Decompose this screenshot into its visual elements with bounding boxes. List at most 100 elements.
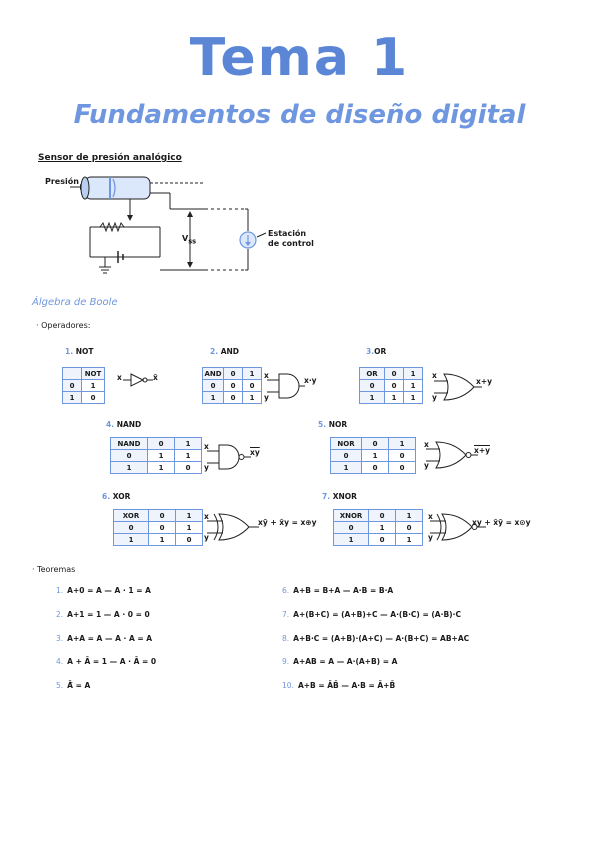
voltage-label: Vss <box>182 234 196 246</box>
voltage-v: V <box>182 234 189 243</box>
theorem-item: 8.A+B·C = (A+B)·(A+C) — A·(B+C) = AB+AC <box>282 634 469 658</box>
truth-table-cell: 0 <box>62 379 82 392</box>
truth-table-cell: 0 <box>148 509 176 522</box>
station-label: Estación de control <box>268 229 314 249</box>
truth-table-cell: XOR <box>113 509 149 522</box>
truth-table-cell: 0 <box>384 367 404 380</box>
nand-output: xy <box>250 448 260 457</box>
truth-table-cell: 1 <box>388 437 416 450</box>
xor-gate-symbol <box>207 513 259 541</box>
station-line2: de control <box>268 239 314 248</box>
theorem-item: 7.A+(B+C) = (A+B)+C — A·(B·C) = (A·B)·C <box>282 610 469 634</box>
truth-table-cell: AND <box>202 367 224 380</box>
theorem-item: 5.Ā̄ = A <box>56 681 156 705</box>
theorem-item: 9.A+AB = A — A·(A+B) = A <box>282 657 469 681</box>
truth-table-cell: 0 <box>110 449 148 462</box>
gate-nor-title: 5. NOR <box>318 420 347 429</box>
theorem-item: 4.A + Ā = 1 — A · Ā = 0 <box>56 657 156 681</box>
theorems-left: 1.A+0 = A — A · 1 = A 2.A+1 = 1 — A · 0 … <box>56 586 156 705</box>
and-input-x: x <box>264 371 269 380</box>
xnor-output: xy + x̄ȳ = x⊙y <box>472 518 531 527</box>
truth-table-cell: 1 <box>242 367 262 380</box>
truth-table-cell: NOR <box>330 437 362 450</box>
truth-table-cell: 1 <box>174 437 202 450</box>
theorem-num: 4. <box>56 657 64 667</box>
gate-xor-title: 6. XOR <box>102 492 130 501</box>
theorems-label: · Teoremas <box>32 565 76 574</box>
truth-table-cell: 0 <box>223 367 243 380</box>
theorem-num: 9. <box>282 657 290 667</box>
truth-table-cell: 1 <box>242 391 262 404</box>
sensor-circuit-diagram <box>70 176 267 274</box>
truth-table-cell: 0 <box>330 449 362 462</box>
gate-not-num: 1. <box>65 347 74 356</box>
nor-output: x+y <box>474 446 491 455</box>
gate-nor-num: 5. <box>318 420 327 429</box>
theorems-right: 6.A+B = B+A — A·B = B·A 7.A+(B+C) = (A+B… <box>282 586 469 705</box>
truth-table-cell: 1 <box>175 509 203 522</box>
truth-table-cell: 1 <box>110 461 148 474</box>
truth-table-cell: 1 <box>368 521 396 534</box>
truth-table-cell: 0 <box>175 533 203 546</box>
theorem-num: 1. <box>56 586 64 595</box>
or-input-y: y <box>432 393 437 402</box>
station-line1: Estación <box>268 229 307 238</box>
and-gate-symbol <box>267 373 305 399</box>
theorem-num: 10. <box>282 681 294 691</box>
truth-table-cell: 1 <box>81 379 105 392</box>
truth-table-cell: 0 <box>202 379 224 392</box>
and-input-y: y <box>264 393 269 402</box>
truth-table-cell: 1 <box>395 533 423 546</box>
truth-table-cell: 0 <box>242 379 262 392</box>
truth-table-cell: 1 <box>147 449 175 462</box>
truth-table-cell: 1 <box>202 391 224 404</box>
gate-not-title: 1. NOT <box>65 347 93 356</box>
truth-table-cell: 1 <box>113 533 149 546</box>
nor-input-x: x <box>424 440 429 449</box>
presion-label: Presión <box>45 177 79 186</box>
nor-gate-symbol <box>426 441 478 469</box>
xnor-input-y: y <box>428 533 433 542</box>
not-output: x̄ <box>153 373 158 382</box>
truth-table-cell: 0 <box>359 379 385 392</box>
gate-and-num: 2. <box>210 347 219 356</box>
or-gate-symbol <box>434 373 482 401</box>
xor-output: xȳ + x̄y = x⊕y <box>258 518 317 527</box>
truth-table-cell: 0 <box>223 391 243 404</box>
not-gate-symbol <box>123 373 153 387</box>
truth-table-row: NOT <box>62 367 105 380</box>
gate-nor-name: NOR <box>328 420 348 429</box>
theorem-text: A+B·C = (A+B)·(A+C) — A·(B+C) = AB+AC <box>293 633 470 643</box>
theorem-text: A+B = ĀB̄ — A·B = Ā+B̄ <box>297 681 396 691</box>
theorem-text: A+AB = A — A·(A+B) = A <box>293 657 398 667</box>
gate-and-name: AND <box>220 347 240 356</box>
or-output: x+y <box>476 377 493 386</box>
gate-xor-num: 6. <box>102 492 111 501</box>
gate-not-name: NOT <box>75 347 94 356</box>
gate-or-num: 3. <box>366 347 375 356</box>
gate-nand-num: 4. <box>106 420 115 429</box>
theorem-text: A+0 = A — A · 1 = A <box>67 586 151 595</box>
truth-table-cell <box>62 367 82 380</box>
truth-table-cell: 1 <box>403 379 423 392</box>
truth-table-cell: 1 <box>403 367 423 380</box>
theorem-text: A+1 = 1 — A · 0 = 0 <box>67 609 150 619</box>
truth-table-cell: OR <box>359 367 385 380</box>
truth-table-cell: 0 <box>361 461 389 474</box>
gate-or-name: OR <box>374 347 387 356</box>
theorem-num: 8. <box>282 633 290 643</box>
